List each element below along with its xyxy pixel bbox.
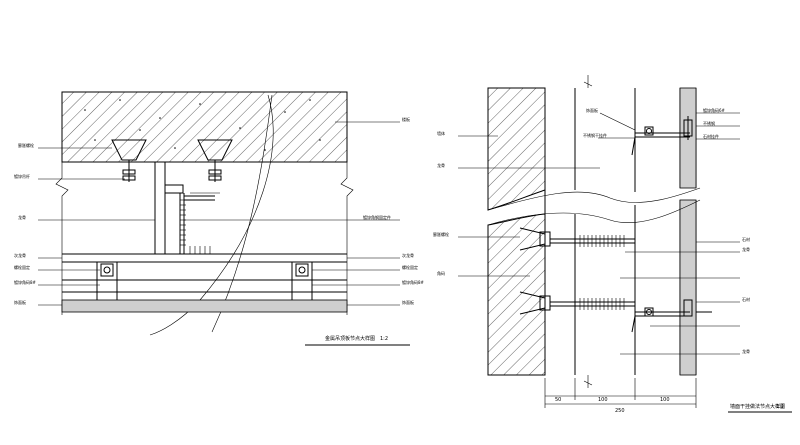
label-keel: 龙骨 bbox=[18, 214, 26, 220]
label-bolt-fixing-right: 螺栓固定 bbox=[402, 264, 418, 270]
masonry-wall-upper bbox=[487, 87, 546, 211]
label-panel-top: 饰面板 bbox=[586, 107, 598, 113]
label-stone-1: 石材 bbox=[742, 236, 750, 242]
label-stainless-steel: 不锈钢 bbox=[703, 120, 715, 126]
dimension-50: 50 bbox=[555, 397, 561, 403]
label-angle-wall: 角码 bbox=[437, 270, 445, 276]
leader-lines-left bbox=[38, 147, 155, 306]
ceiling-drawing-scale: 1:2 bbox=[380, 336, 388, 342]
expansion-anchor-left bbox=[111, 139, 147, 182]
expansion-anchor-right bbox=[197, 139, 233, 182]
label-expansion-bolt: 膨胀螺栓 bbox=[18, 142, 34, 148]
label-sub-keel-right: 次龙骨 bbox=[402, 252, 414, 258]
label-keel-1: 龙骨 bbox=[742, 246, 750, 252]
lower-stone-bracket bbox=[631, 299, 712, 333]
dimension-100-b: 100 bbox=[660, 397, 670, 403]
ceiling-section-drawing: 膨胀螺栓 镀锌吊杆 龙骨 次龙骨 螺栓固定 镀锌角码8# 饰面板 楼板 镀锌角钢… bbox=[14, 91, 425, 346]
dimension-100-a: 100 bbox=[598, 397, 608, 403]
ceiling-drawing-title: 金属吊顶板节点大样图 bbox=[325, 335, 375, 342]
leader-lines-right bbox=[184, 121, 400, 306]
masonry-wall-lower bbox=[487, 213, 546, 376]
label-expansion-bolt-wall: 膨胀螺栓 bbox=[433, 231, 449, 237]
wall-section-drawing: 50 100 100 250 墙体 龙骨 膨胀螺栓 角码 镀锌角码6# 不锈钢 bbox=[433, 75, 792, 414]
label-angle-code-6: 镀锌角码6# bbox=[703, 107, 726, 113]
label-angle-fixing: 镀锌角钢固定件 bbox=[363, 214, 391, 220]
label-keel-wall: 龙骨 bbox=[437, 162, 445, 168]
main-keel-web bbox=[154, 161, 166, 255]
dimension-total-250: 250 bbox=[615, 408, 625, 414]
label-angle-code: 镀锌角码8# bbox=[14, 279, 37, 285]
label-sub-keel: 次龙骨 bbox=[14, 252, 26, 258]
ceiling-finish-panel bbox=[61, 299, 348, 313]
label-bolt-fixing: 螺栓固定 bbox=[14, 264, 30, 270]
clip-left bbox=[96, 261, 118, 303]
upper-stone-bracket bbox=[631, 116, 693, 156]
concrete-aggregate-dots bbox=[84, 99, 321, 151]
label-finish-panel: 饰面板 bbox=[14, 299, 26, 305]
dimension-line bbox=[544, 378, 697, 408]
wall-drawing-title: 墙面干挂做法节点大样图 bbox=[730, 403, 785, 410]
label-hanger-rod: 镀锌吊杆 bbox=[14, 173, 30, 179]
label-wall: 墙体 bbox=[437, 130, 445, 136]
label-slab: 楼板 bbox=[402, 116, 410, 122]
wall-drawing-scale: 1:2 bbox=[776, 404, 784, 410]
middle-anchor bbox=[519, 227, 635, 251]
wall-leader-lines bbox=[458, 112, 740, 355]
concrete-slab bbox=[61, 91, 348, 163]
lower-anchor bbox=[519, 291, 635, 315]
label-stainless-hanger: 不锈钢干挂件 bbox=[583, 132, 607, 138]
label-stone-2: 石材 bbox=[742, 296, 750, 302]
label-keel-2: 龙骨 bbox=[742, 348, 750, 354]
label-finish-panel-right: 饰面板 bbox=[402, 299, 414, 305]
label-stone-hanger: 石材挂件 bbox=[703, 133, 719, 139]
clip-right bbox=[291, 261, 313, 303]
threaded-rod-teeth bbox=[180, 199, 211, 254]
label-angle-code-right: 镀锌角码8# bbox=[402, 279, 425, 285]
